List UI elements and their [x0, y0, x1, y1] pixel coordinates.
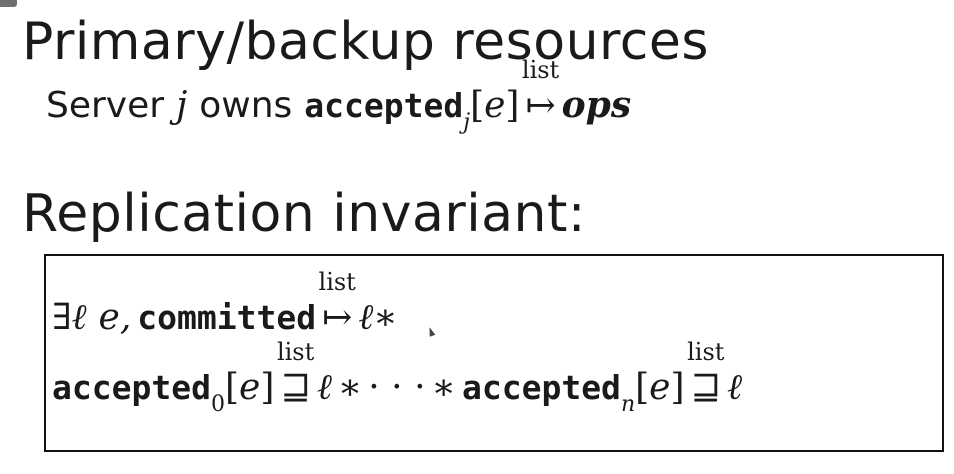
- accepted-term: accepted: [461, 368, 621, 407]
- accepted-subscript: j: [463, 110, 471, 135]
- invariant-line-1: ∃ ℓ e, committed list ↦ ℓ ∗: [52, 270, 398, 338]
- right-bracket: ]: [670, 367, 685, 408]
- right-bracket: ]: [505, 85, 520, 126]
- right-bracket: ]: [260, 367, 275, 408]
- invariant-line-2: accepted 0 [ e ] list ⊒ ℓ ∗ · · · ∗ acce…: [52, 340, 742, 417]
- epoch-variable: e: [484, 85, 506, 126]
- server-index: j: [176, 85, 188, 126]
- ell-variable: ℓ: [71, 297, 87, 338]
- separating-star: ∗: [431, 367, 456, 408]
- accepted-term: accepted: [52, 368, 211, 407]
- separating-star: ∗: [373, 297, 398, 338]
- list-prefix-relation: list ⊒: [277, 340, 314, 408]
- owns-word: owns: [199, 85, 293, 126]
- list-label: list: [318, 268, 356, 296]
- accepted-subscript: n: [620, 392, 636, 417]
- list-points-to: list ↦: [319, 270, 356, 338]
- sqsupseteq-symbol: ⊒: [690, 367, 721, 408]
- accepted-term: accepted: [304, 86, 464, 125]
- epoch-variable: e,: [98, 297, 132, 338]
- ellipsis: · · ·: [368, 367, 426, 408]
- ell-variable: ℓ: [726, 367, 742, 408]
- maps-to-symbol: ↦: [322, 297, 353, 338]
- separating-star: ∗: [337, 367, 363, 408]
- epoch-variable: e: [649, 367, 671, 408]
- ell-variable: ℓ: [358, 297, 374, 338]
- exists-symbol: ∃: [52, 297, 72, 338]
- left-bracket: [: [470, 85, 485, 126]
- server-word: Server: [46, 85, 165, 126]
- accepted-subscript: 0: [210, 392, 225, 417]
- sqsupseteq-symbol: ⊒: [280, 367, 311, 408]
- epoch-variable: e: [239, 367, 261, 408]
- list-label: list: [521, 56, 560, 84]
- ownership-statement: Server j owns accepted j [ e ] list ↦ op…: [46, 58, 632, 164]
- ops-term: ops: [561, 84, 632, 126]
- invariant-box: [44, 254, 944, 452]
- list-label: list: [276, 338, 315, 366]
- list-label: list: [687, 338, 725, 366]
- list-prefix-relation: list ⊒: [687, 340, 724, 408]
- left-bracket: [: [224, 367, 239, 408]
- corner-tab: [0, 0, 17, 7]
- heading-primary-backup: Primary/backup resources: [22, 12, 709, 72]
- list-points-to: list ↦: [522, 58, 559, 126]
- left-bracket: [: [635, 367, 650, 408]
- ell-variable: ℓ: [316, 367, 332, 408]
- committed-term: committed: [137, 298, 317, 337]
- heading-replication-invariant: Replication invariant:: [22, 184, 586, 244]
- maps-to-symbol: ↦: [525, 85, 556, 126]
